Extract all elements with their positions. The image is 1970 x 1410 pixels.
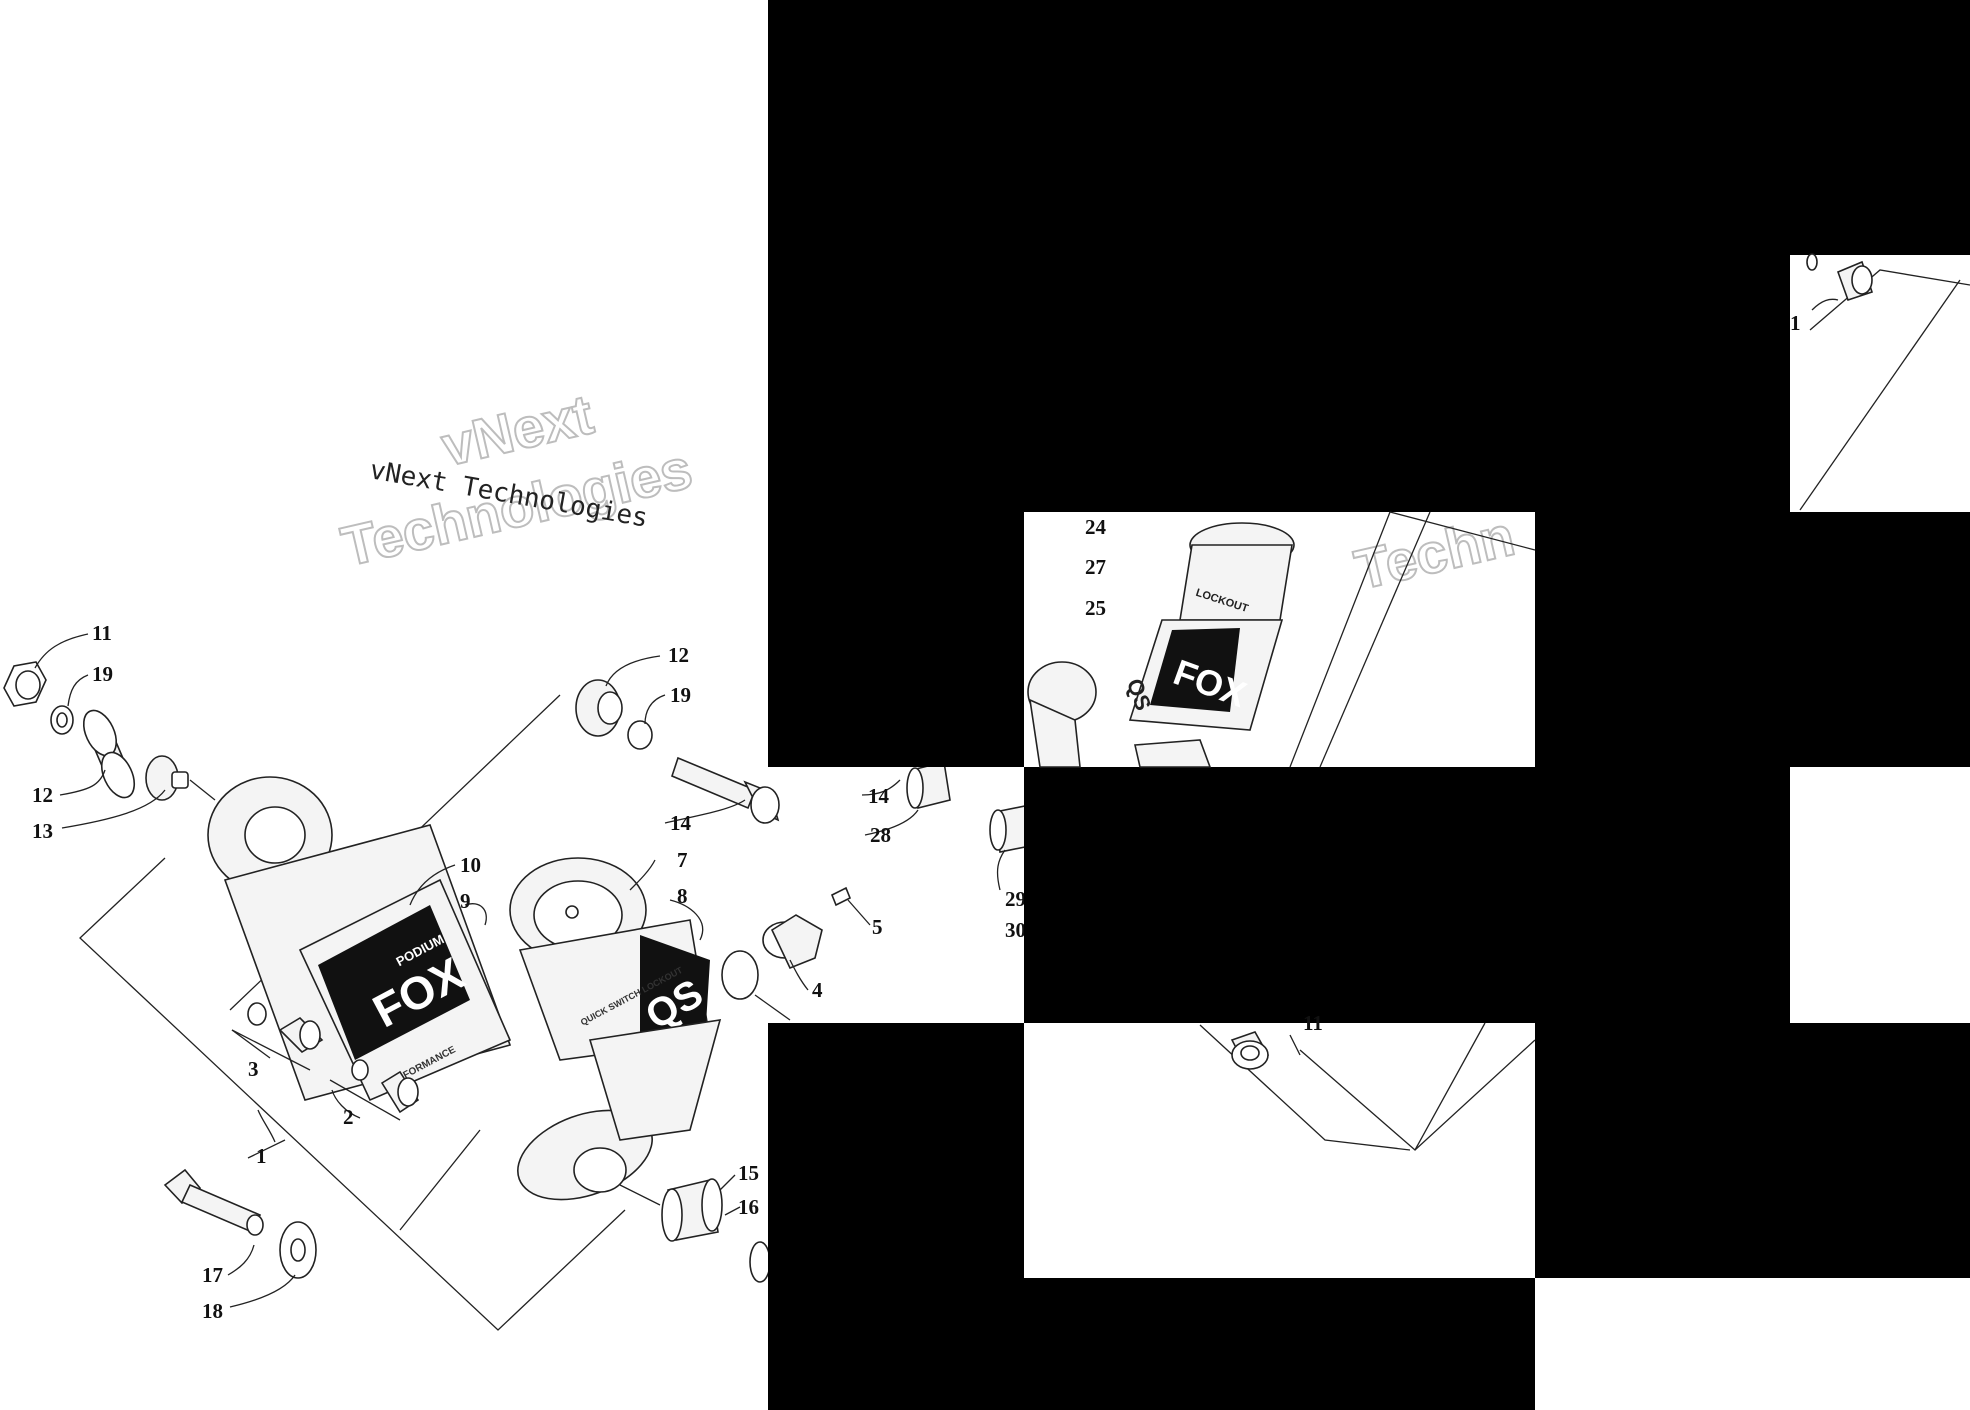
callout-11: 11 [92, 621, 112, 645]
qs-decal [640, 935, 710, 1045]
callout-7: 7 [677, 848, 688, 872]
callout-14: 14 [670, 811, 692, 835]
callout-3: 3 [248, 1057, 259, 1081]
nut-4 [721, 886, 852, 1021]
callout-4: 4 [812, 978, 823, 1002]
pin-5 [830, 886, 852, 907]
right-hardware [906, 761, 1031, 853]
fox-decal [318, 905, 470, 1060]
callout-12: 12 [32, 783, 53, 807]
bolt-14 [575, 679, 780, 824]
callout-19-b: 19 [670, 683, 691, 707]
valve-hardware [231, 1002, 420, 1121]
assembly-bracket [79, 857, 626, 1331]
panel-lockout: Techn LOCKOUT FOX QS 24 27 25 [1024, 503, 1536, 768]
callout-28: 28 [870, 823, 891, 847]
callout-11-b: 11 [1303, 1011, 1323, 1035]
callout-9: 9 [460, 889, 471, 913]
callout-25: 25 [1085, 596, 1106, 620]
bolt-17 [163, 1168, 317, 1279]
callout-8: 8 [677, 884, 688, 908]
callout-19: 19 [92, 662, 113, 686]
callout-29: 29 [1005, 887, 1026, 911]
callout-2: 2 [343, 1105, 354, 1129]
callout-15: 15 [738, 1161, 759, 1185]
callout-27: 27 [1085, 555, 1106, 579]
washer-19-b [627, 720, 653, 750]
callout-17: 17 [202, 1263, 223, 1287]
callout-14-b: 14 [868, 784, 890, 808]
callout-numbers: 11 19 12 13 12 19 14 10 9 7 8 5 4 3 2 1 … [32, 621, 1026, 1323]
callout-16: 16 [738, 1195, 759, 1219]
redaction-masks [768, 0, 1970, 1410]
mask-bottom [768, 1278, 1535, 1410]
callout-18: 18 [202, 1299, 223, 1323]
mask-lower-right [1535, 1023, 1970, 1278]
mask-upper-left [768, 255, 1790, 512]
callout-1-b: 1 [1790, 311, 1801, 335]
mask-lower-left [768, 1023, 1024, 1278]
callout-12-b: 12 [668, 643, 689, 667]
panel-lower-center: 11 [1024, 1011, 1536, 1278]
bushing-15 [661, 1178, 771, 1283]
callout-10: 10 [460, 853, 481, 877]
callout-5: 5 [872, 915, 883, 939]
oring-3 [247, 1002, 267, 1026]
oring-2 [351, 1059, 369, 1081]
mask-top-right-strip [1790, 0, 1970, 255]
callout-13: 13 [32, 819, 53, 843]
callout-1: 1 [256, 1144, 267, 1168]
mask-mid-right [1535, 512, 1970, 767]
panel-top-right: 1 [1790, 253, 1970, 512]
callout-30: 30 [1005, 918, 1026, 942]
mask-center-right [1535, 767, 1790, 1023]
mask-mid-left [768, 512, 1024, 767]
mask-top-band [768, 0, 1970, 255]
left-hardware [3, 661, 216, 801]
callout-24: 24 [1085, 515, 1107, 539]
mask-center-band [1024, 767, 1535, 1023]
